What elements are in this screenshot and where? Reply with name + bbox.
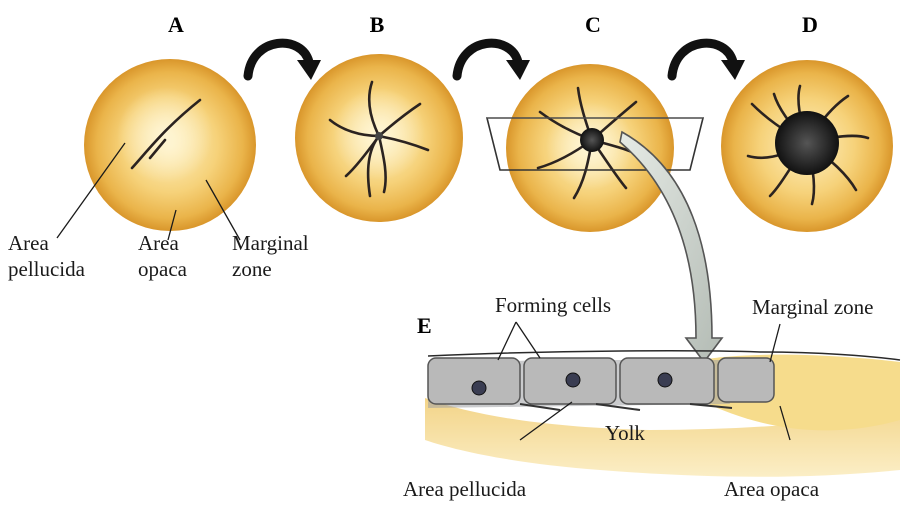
progress-arrow-c-d — [672, 43, 745, 80]
panel-label-d: D — [802, 12, 818, 37]
panel-label-b: B — [370, 12, 385, 37]
label-area-pellucida-line1: Area — [8, 231, 49, 255]
label-area-opaca-e: Area opaca — [724, 477, 820, 501]
panel-label-c: C — [585, 12, 601, 37]
cross-section-e — [425, 351, 900, 477]
progress-arrow-a-b — [248, 43, 321, 80]
label-area-opaca-line1: Area — [138, 231, 179, 255]
label-area-opaca-line2: opaca — [138, 257, 188, 281]
label-forming-cells: Forming cells — [495, 293, 611, 317]
panel-label-e: E — [417, 313, 432, 338]
egg-stage-b — [295, 54, 463, 222]
cell-nucleus — [472, 381, 486, 395]
panel-label-a: A — [168, 12, 184, 37]
label-area-pellucida-line2: pellucida — [8, 257, 86, 281]
label-marginal-zone-e: Marginal zone — [752, 295, 874, 319]
label-yolk: Yolk — [605, 421, 645, 445]
forming-cell — [428, 358, 520, 404]
cell-nucleus — [658, 373, 672, 387]
cell-nucleus — [566, 373, 580, 387]
egg-stage-d — [721, 60, 893, 232]
label-marginal-zone-line1: Marginal — [232, 231, 309, 255]
egg-stage-a — [84, 59, 256, 231]
label-area-pellucida-e: Area pellucida — [403, 477, 527, 501]
label-marginal-zone-line2: zone — [232, 257, 272, 281]
forming-cell — [718, 358, 774, 402]
progress-arrow-b-c — [457, 43, 530, 80]
